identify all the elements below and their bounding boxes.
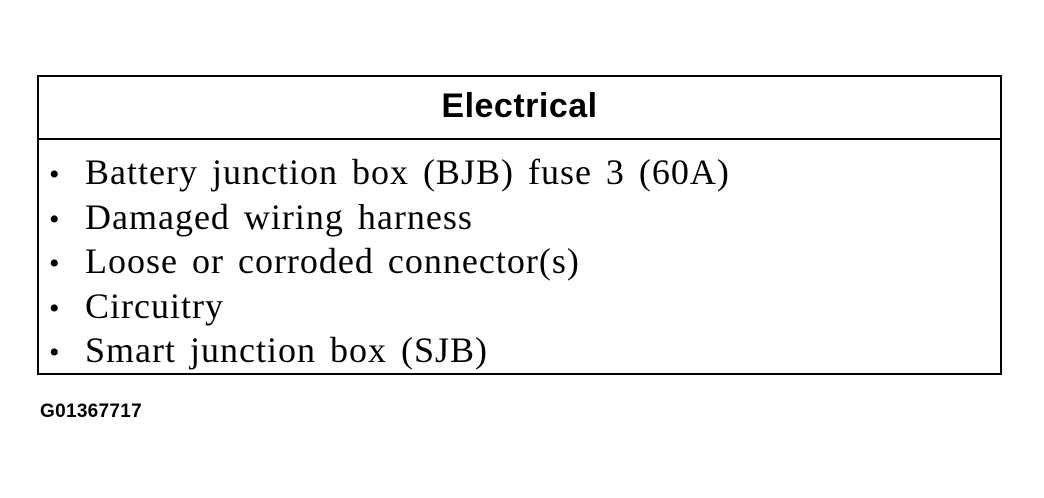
- figure-id: G01367717: [40, 401, 143, 422]
- bullet-icon: •: [49, 202, 61, 236]
- list-item-text: Battery junction box (BJB) fuse 3 (60A): [85, 152, 730, 192]
- electrical-panel: Electrical • Battery junction box (BJB) …: [37, 75, 1002, 375]
- bullet-icon: •: [49, 336, 61, 369]
- list-item-text: Smart junction box (SJB): [85, 330, 488, 370]
- list-item-text: Damaged wiring harness: [85, 196, 473, 237]
- list-item: • Battery junction box (BJB) fuse 3 (60A…: [49, 150, 1000, 195]
- list-item: • Smart junction box (SJB): [49, 328, 1000, 373]
- cause-list: • Battery junction box (BJB) fuse 3 (60A…: [39, 140, 1000, 373]
- list-item-text: Circuitry: [85, 285, 224, 326]
- list-item-text: Loose or corroded connector(s): [85, 241, 580, 281]
- bullet-icon: •: [49, 291, 61, 325]
- bullet-icon: •: [49, 247, 61, 280]
- panel-header: Electrical: [39, 77, 1000, 140]
- list-item: • Loose or corroded connector(s): [49, 239, 1000, 284]
- list-item: • Damaged wiring harness: [49, 195, 1000, 240]
- list-item: • Circuitry: [49, 284, 1000, 329]
- bullet-icon: •: [49, 158, 61, 191]
- panel-title: Electrical: [441, 86, 598, 125]
